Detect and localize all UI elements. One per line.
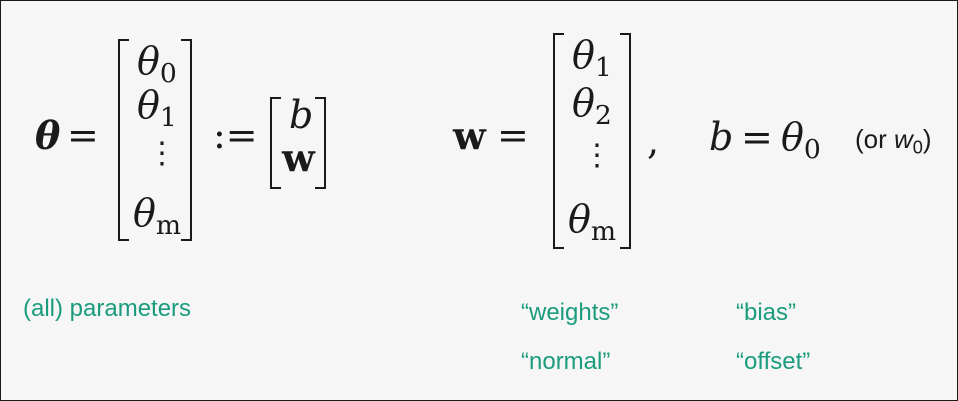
bw-matrix-right-bracket — [315, 97, 326, 189]
equals-sign-w: = — [497, 113, 529, 157]
label-all-parameters: (all) parameters — [23, 295, 192, 322]
w-entry-2: θ2 — [572, 81, 612, 131]
equals-sign: = — [67, 113, 99, 157]
label-normal: “normal” — [521, 348, 611, 375]
w-entry-m: θm — [568, 197, 617, 247]
w-matrix-right-bracket — [620, 33, 631, 249]
theta-vector-symbol: θ — [35, 113, 61, 158]
w-entry-dots: ⋮ — [582, 138, 612, 173]
w-matrix: θ1 θ2 ⋮ θm — [566, 33, 628, 247]
bw-matrix-left-bracket — [270, 97, 281, 189]
theta-entry-1: θ1 — [137, 83, 177, 133]
theta-matrix-right-bracket — [181, 39, 192, 241]
label-offset: “offset” — [736, 348, 811, 375]
equals-sign-b: = — [741, 115, 773, 159]
w-entry-1: θ1 — [572, 33, 612, 83]
theta-matrix-left-bracket — [118, 39, 129, 241]
define-sign: := — [213, 113, 258, 157]
bw-entry-w: w — [282, 135, 315, 180]
b-value: θ0 — [781, 115, 821, 165]
w-vector-symbol: w — [453, 113, 486, 158]
theta-entry-0: θ0 — [137, 39, 177, 89]
comma: , — [647, 119, 660, 163]
theta-entry-m: θm — [133, 191, 182, 241]
w-matrix-left-bracket — [553, 33, 564, 249]
or-w0-note: (or w0) — [855, 124, 932, 158]
bw-entry-b: b — [289, 93, 314, 137]
label-bias: “bias” — [736, 299, 797, 326]
label-weights: “weights” — [521, 299, 619, 326]
b-symbol: b — [709, 115, 734, 159]
theta-matrix: θ0 θ1 ⋮ θm — [131, 39, 189, 241]
theta-entry-dots: ⋮ — [147, 136, 177, 171]
